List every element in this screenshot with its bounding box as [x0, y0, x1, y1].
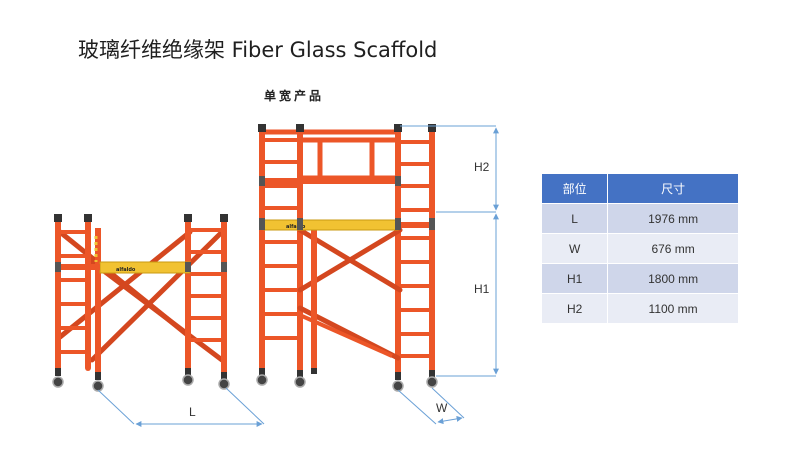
spec-table-header: 部位 尺寸: [542, 174, 738, 204]
table-row: H2 1100 mm: [542, 293, 738, 323]
table-cell-size: 676 mm: [607, 233, 738, 264]
page-title: 玻璃纤维绝缘架 Fiber Glass Scaffold: [78, 38, 438, 62]
table-cell-size: 1100 mm: [607, 293, 738, 323]
table-row: H1 1800 mm: [542, 263, 738, 294]
platform-brand-small: alfaldo: [116, 267, 136, 273]
dimension-label-h2: H2: [474, 160, 490, 174]
tall-scaffold: alfaldo: [256, 124, 438, 392]
table-cell-part: L: [542, 203, 609, 234]
table-row: W 676 mm: [542, 233, 738, 264]
spec-table: 部位 尺寸 L 1976 mm W 676 mm H1 1800 mm H2 1…: [542, 174, 738, 323]
caster-wheels-small: [52, 368, 230, 392]
dimension-label-h1: H1: [474, 282, 490, 296]
table-cell-part: W: [542, 233, 609, 264]
column-header-size: 尺寸: [607, 174, 738, 204]
table-cell-size: 1800 mm: [607, 263, 738, 294]
dimension-lines: [97, 125, 499, 427]
dimension-label-l: L: [189, 405, 196, 419]
caster-wheels-tall: [256, 368, 438, 392]
table-cell-part: H2: [542, 293, 609, 323]
platform-brand-tall: alfaldo: [286, 224, 306, 230]
table-cell-size: 1976 mm: [607, 203, 738, 234]
table-cell-part: H1: [542, 263, 609, 294]
small-scaffold: alfaldo: [52, 214, 230, 392]
column-header-part: 部位: [542, 174, 609, 204]
dimension-label-w: W: [436, 401, 448, 415]
product-subtitle: 单宽产品: [264, 89, 325, 103]
table-row: L 1976 mm: [542, 203, 738, 234]
